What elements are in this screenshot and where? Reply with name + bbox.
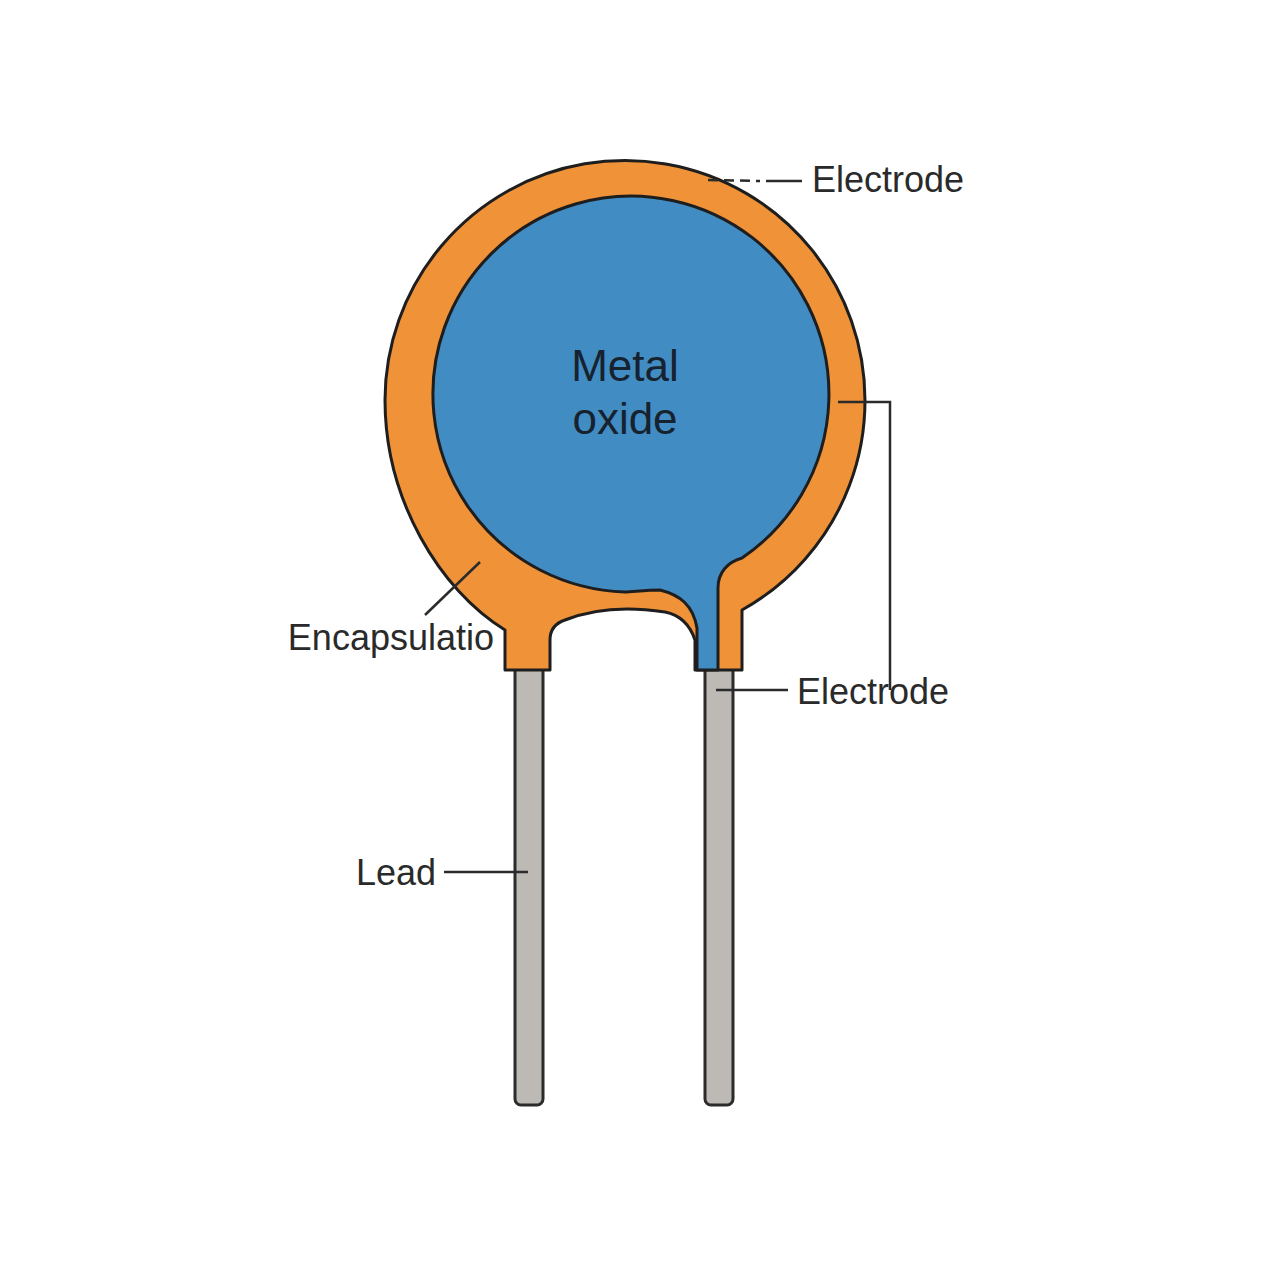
part-label: Lead (356, 855, 436, 891)
bracket-line (838, 402, 890, 690)
leader-line (766, 180, 802, 183)
lead-wire (515, 665, 543, 1105)
part-label: Encapsulatio (288, 620, 494, 656)
leader-line (425, 562, 480, 615)
part-name: Metal oxide (520, 340, 730, 446)
oxide-region: Metal oxide (435, 203, 815, 583)
leader-line (716, 689, 788, 692)
encapsulation (385, 160, 865, 670)
part-label: Electrode (812, 162, 964, 198)
metal-oxide-disc (433, 196, 829, 670)
lead-wire (705, 665, 733, 1105)
node-content: Metal oxide (520, 340, 730, 446)
leader-line (444, 871, 528, 874)
leader-line (708, 180, 760, 181)
part-label: Electrode (797, 674, 949, 710)
